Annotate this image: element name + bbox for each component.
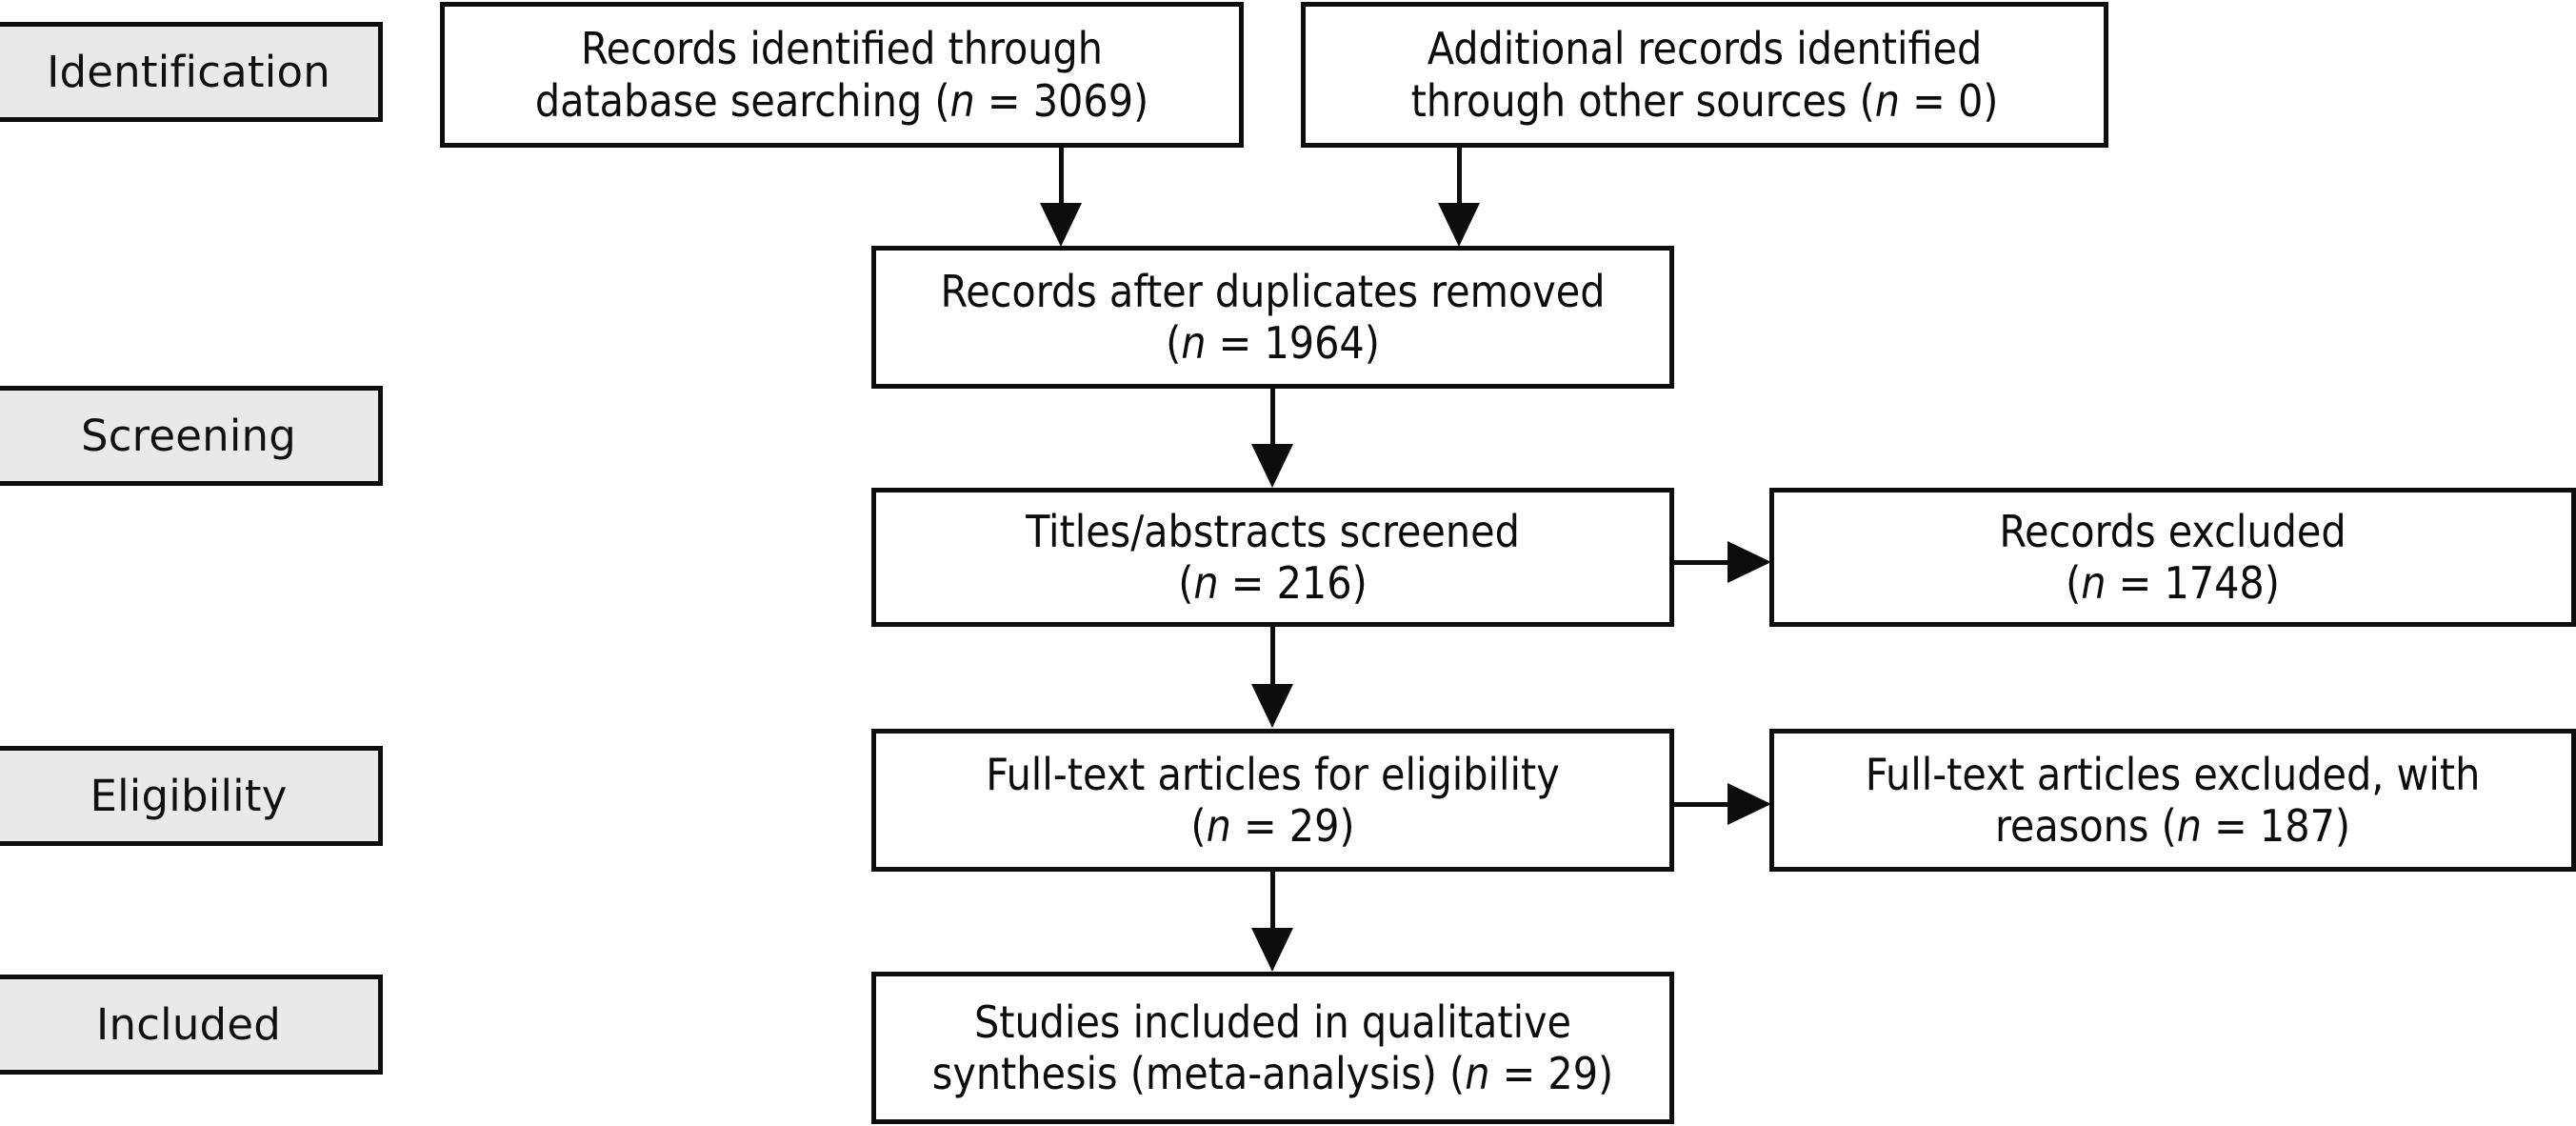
text-fragment: = 29) <box>1230 800 1355 852</box>
arrow-down-identification-db <box>1040 203 1082 247</box>
connector-line-fulltext-to-included <box>1270 872 1275 931</box>
n-symbol: n <box>1874 74 1900 127</box>
text-fragment: database searching ( <box>534 74 950 127</box>
text-fragment: = 3069) <box>974 74 1149 127</box>
box-records-identified-other: Additional records identified through ot… <box>1301 2 2108 148</box>
box-records-after-duplicates-line1: Records after duplicates removed <box>940 265 1606 317</box>
connector-line-identification-other <box>1457 148 1462 224</box>
connector-line-screened-to-fulltext <box>1270 627 1275 686</box>
text-fragment: ( <box>2066 557 2082 609</box>
box-full-text-excluded-line1: Full-text articles excluded, with <box>1865 748 2481 800</box>
n-symbol: n <box>2081 557 2107 609</box>
stage-label-identification-text: Identification <box>47 47 330 97</box>
stage-label-eligibility: Eligibility <box>0 746 383 846</box>
text-fragment: ( <box>1190 800 1207 852</box>
stage-label-screening: Screening <box>0 386 383 486</box>
box-studies-included: Studies included in qualitative synthesi… <box>871 972 1674 1124</box>
arrow-right-fulltext-to-excluded <box>1727 783 1771 825</box>
text-fragment: = 216) <box>1218 557 1368 609</box>
stage-label-screening-text: Screening <box>80 411 297 461</box>
text-fragment: through other sources ( <box>1410 74 1875 127</box>
arrow-right-screened-to-excluded <box>1727 541 1771 583</box>
box-records-identified-other-line2: through other sources (n = 0) <box>1319 75 2090 127</box>
box-records-identified-other-line1: Additional records identified <box>1427 23 1983 75</box>
box-studies-included-line1: Studies included in qualitative <box>973 995 1572 1048</box>
n-symbol: n <box>1465 1048 1490 1099</box>
box-records-excluded-line1: Records excluded <box>1999 505 2346 557</box>
text-fragment: synthesis (meta-analysis) ( <box>931 1048 1466 1099</box>
box-records-excluded-line2: (n = 1748) <box>1787 557 2558 609</box>
text-fragment: = 0) <box>1900 74 1999 127</box>
box-records-after-duplicates: Records after duplicates removed (n = 19… <box>871 246 1674 389</box>
arrow-down-duplicates-to-screened <box>1251 444 1293 488</box>
text-fragment: = 1964) <box>1206 317 1380 369</box>
text-fragment: = 29) <box>1489 1048 1614 1099</box>
stage-label-included: Included <box>0 975 383 1075</box>
box-full-text-excluded-line2: reasons (n = 187) <box>1787 800 2558 852</box>
n-symbol: n <box>1206 800 1231 852</box>
text-fragment: = 187) <box>2201 800 2351 852</box>
arrow-down-fulltext-to-included <box>1251 928 1293 972</box>
box-records-identified-database-line2: database searching (n = 3069) <box>458 75 1226 127</box>
stage-label-included-text: Included <box>96 999 281 1050</box>
box-titles-abstracts-screened-line1: Titles/abstracts screened <box>1026 505 1520 557</box>
box-records-identified-database-line1: Records identified through <box>580 23 1104 75</box>
box-records-identified-database: Records identified through database sear… <box>440 2 1244 148</box>
stage-label-identification: Identification <box>0 22 383 122</box>
arrow-down-identification-other <box>1438 203 1480 247</box>
text-fragment: = 1748) <box>2106 557 2280 609</box>
arrow-down-screened-to-fulltext <box>1251 684 1293 728</box>
connector-line-fulltext-to-excluded <box>1674 802 1733 807</box>
n-symbol: n <box>1193 557 1219 609</box>
stage-label-eligibility-text: Eligibility <box>90 771 288 821</box>
box-full-text-eligibility-line1: Full-text articles for eligibility <box>986 748 1560 800</box>
text-fragment: reasons ( <box>1994 800 2177 852</box>
text-fragment: ( <box>1178 557 1194 609</box>
box-titles-abstracts-screened-line2: (n = 216) <box>889 557 1656 609</box>
box-studies-included-line2: synthesis (meta-analysis) (n = 29) <box>889 1048 1656 1099</box>
box-titles-abstracts-screened: Titles/abstracts screened (n = 216) <box>871 488 1674 627</box>
box-records-after-duplicates-line2: (n = 1964) <box>889 317 1656 369</box>
box-records-excluded: Records excluded (n = 1748) <box>1769 488 2576 627</box>
n-symbol: n <box>1181 317 1207 369</box>
n-symbol: n <box>949 74 975 127</box>
connector-line-identification-db <box>1059 148 1064 224</box>
text-fragment: ( <box>1166 317 1182 369</box>
connector-line-duplicates-to-screened <box>1270 389 1275 448</box>
n-symbol: n <box>2176 800 2202 852</box>
box-full-text-eligibility: Full-text articles for eligibility (n = … <box>871 729 1674 872</box>
connector-line-screened-to-excluded <box>1674 560 1733 565</box>
box-full-text-excluded: Full-text articles excluded, with reason… <box>1769 729 2576 872</box>
box-full-text-eligibility-line2: (n = 29) <box>889 800 1656 852</box>
